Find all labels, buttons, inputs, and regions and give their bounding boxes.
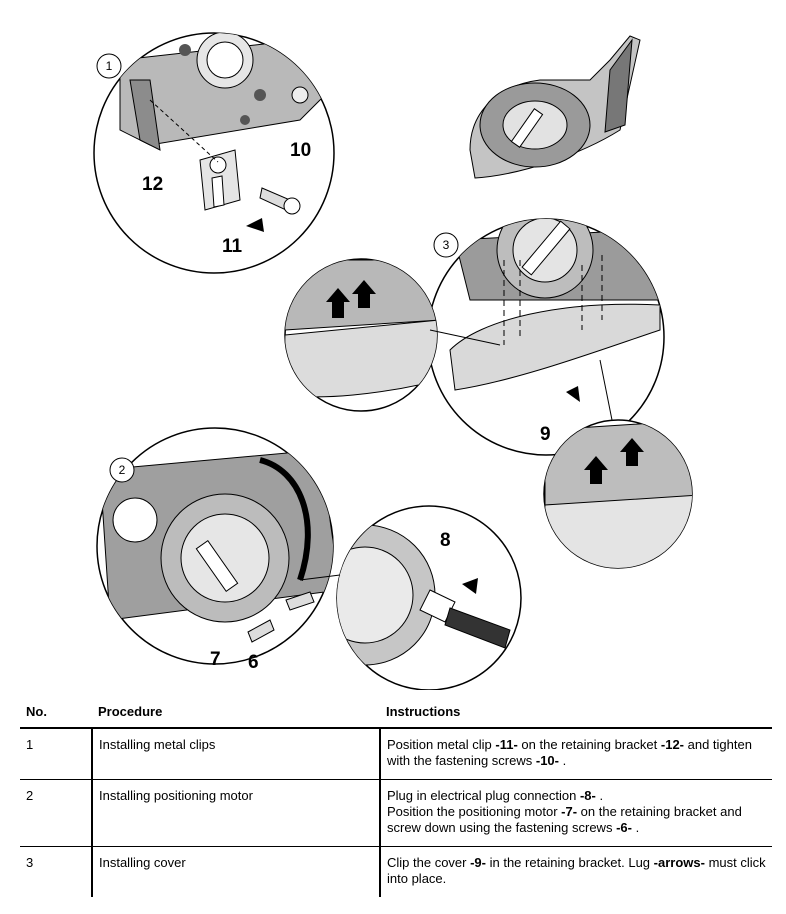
instruction-text: and tighten with the fastening screws [387,737,752,768]
instruction-text: Position the positioning motor [387,804,562,819]
svg-text:2: 2 [119,463,126,477]
header-instructions: Instructions [380,698,772,729]
detail-3-cover [427,218,665,456]
instruction-text: in the retaining bracket. Lug [485,855,654,870]
detail-3-left-magnifier [284,258,501,412]
label-8: 8 [440,530,451,551]
instruction-ref: -7- [561,804,578,819]
instruction-text: Plug in electrical plug connection [387,788,580,803]
label-9: 9 [540,424,551,445]
cell-instructions: Position metal clip -11- on the retainin… [379,728,772,780]
instruction-text: on the retaining bracket [517,737,661,752]
label-7: 7 [210,649,221,670]
cell-instructions: Plug in electrical plug connection -8- .… [379,779,772,847]
instruction-ref: -6- [616,820,632,835]
instruction-ref: -10- [535,753,559,768]
instruction-ref: -9- [470,855,486,870]
callout-2: 2 [109,457,135,483]
callout-1: 1 [96,53,122,79]
instruction-text: Position metal clip [387,737,496,752]
instruction-ref: -8- [579,788,596,803]
detail-1-metal-clip [93,32,335,274]
detail-2-positioning-motor [96,427,334,665]
installation-illustration: 1 3 2 12 10 11 9 8 7 6 [93,32,693,690]
table-header-row: No. Procedure Instructions [20,698,772,729]
label-10: 10 [290,140,311,161]
instruction-text: . [558,753,567,768]
cell-no: 3 [26,855,34,870]
detail-3-right-magnifier [543,359,693,569]
detail-2-plug-magnifier [299,505,522,690]
svg-text:1: 1 [106,59,113,73]
cell-procedure: Installing metal clips [91,728,380,780]
header-no: No. [20,698,92,729]
label-6: 6 [248,652,259,673]
instruction-text: must click into place. [387,855,766,886]
instruction-ref: -11- [495,737,518,752]
label-11: 11 [222,236,243,257]
label-12: 12 [142,174,163,195]
header-procedure: Procedure [92,698,380,729]
instruction-text: Clip the cover [387,855,471,870]
instruction-text: . [595,788,604,803]
cell-instructions: Clip the cover -9- in the retaining brac… [379,846,772,897]
svg-text:3: 3 [443,238,450,252]
cell-procedure: Installing cover [91,846,380,897]
instruction-ref: -arrows- [653,855,705,870]
cell-no: 2 [20,779,92,847]
cell-no: 1 [20,728,92,780]
instruction-text: . [631,820,640,835]
callout-3: 3 [433,232,459,258]
instruction-text: on the retaining bracket and screw down … [387,804,742,835]
instruction-ref: -12- [660,737,685,752]
mirror-overview [469,35,641,179]
cell-procedure: Installing positioning motor [91,779,380,847]
